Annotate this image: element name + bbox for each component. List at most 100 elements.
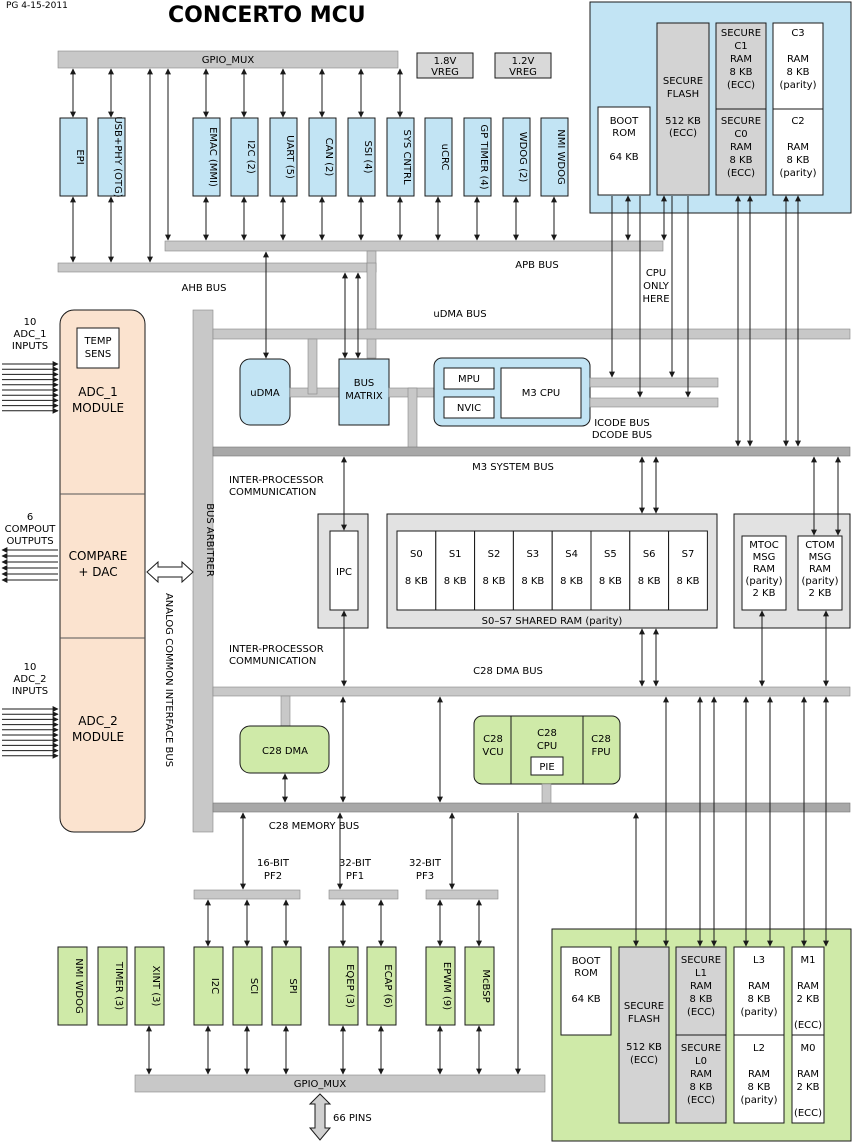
svg-text:RAM: RAM (787, 54, 809, 65)
pie (530, 756, 564, 776)
gpio-mux-bottom (134, 1074, 546, 1093)
svg-text:(parity): (parity) (779, 80, 816, 91)
svg-text:M0: M0 (801, 1043, 816, 1054)
svg-text:PF3: PF3 (416, 871, 434, 882)
c28-m1-ram (791, 946, 825, 1036)
svg-text:BUS: BUS (354, 378, 375, 389)
m3-c2-ram (772, 108, 824, 196)
ipc-block (329, 530, 359, 611)
pf2-bus (193, 889, 301, 900)
shared-ram-size: 8 KB (405, 576, 428, 587)
svg-text:CPU: CPU (646, 268, 666, 279)
shared-ram-size: 8 KB (638, 576, 661, 587)
svg-text:MSG: MSG (753, 552, 776, 563)
svg-text:C28: C28 (537, 728, 557, 739)
svg-text:FPU: FPU (591, 747, 610, 758)
c28-boot-rom (560, 946, 612, 1036)
bus-arbitrer (192, 309, 214, 833)
m3-periph-i2c-2 (230, 117, 259, 197)
c28-memory-bus (212, 802, 851, 813)
svg-text:MODULE: MODULE (72, 401, 124, 415)
svg-text:VREG: VREG (509, 67, 537, 78)
svg-text:SECURE: SECURE (681, 1043, 721, 1054)
c28-l2-ram (733, 1034, 785, 1124)
svg-text:BOOT: BOOT (572, 956, 601, 967)
svg-text:8 KB: 8 KB (748, 994, 771, 1005)
svg-text:GPIO_MUX: GPIO_MUX (202, 55, 255, 66)
c28-periph-label: McBSP (480, 969, 491, 1002)
m3-periph-label: I2C (2) (245, 140, 256, 174)
svg-text:RAM: RAM (730, 54, 752, 65)
vreg-1v8 (416, 52, 474, 79)
svg-text:L1: L1 (695, 968, 707, 979)
svg-text:L0: L0 (695, 1056, 707, 1067)
svg-text:SECURE: SECURE (624, 1001, 664, 1012)
svg-text:2 KB: 2 KB (797, 994, 820, 1005)
svg-text:(parity): (parity) (745, 576, 782, 587)
svg-text:INTER-PROCESSOR: INTER-PROCESSOR (229, 644, 324, 655)
mtoc-msg-ram (741, 535, 787, 611)
m3-periph-wdog-2 (502, 117, 531, 197)
svg-text:1.8V: 1.8V (434, 56, 457, 67)
bus-connections (70, 68, 841, 1141)
svg-text:COMMUNICATION: COMMUNICATION (229, 656, 316, 667)
svg-text:ROM: ROM (574, 968, 597, 979)
shared-ram-size: 8 KB (521, 576, 544, 587)
svg-text:C28: C28 (483, 734, 503, 745)
c28-periph-epwm-9 (425, 946, 456, 1026)
svg-text:8 KB: 8 KB (690, 994, 713, 1005)
m3-periph-uart-5 (269, 117, 298, 197)
svg-text:ROM: ROM (612, 128, 635, 139)
svg-text:IPC: IPC (336, 567, 352, 578)
svg-text:C28 DMA: C28 DMA (262, 746, 308, 757)
ctom-msg-ram (797, 535, 843, 611)
svg-text:ONLY: ONLY (643, 281, 670, 292)
svg-text:8 KB: 8 KB (787, 67, 810, 78)
svg-text:FLASH: FLASH (667, 89, 699, 100)
m3-periph-label: USB+PHY (OTG) (112, 116, 123, 197)
shared-ram-s0 (396, 530, 437, 611)
svg-text:HERE: HERE (642, 294, 669, 305)
svg-text:uDMA BUS: uDMA BUS (433, 309, 486, 320)
svg-text:CTOM: CTOM (805, 540, 835, 551)
svg-text:RAM: RAM (797, 1069, 819, 1080)
m3-periph-label: CAN (2) (323, 138, 334, 177)
svg-text:(ECC): (ECC) (630, 1055, 658, 1066)
svg-text:M3 CPU: M3 CPU (522, 388, 561, 399)
c28-periph-label: EPWM (9) (441, 962, 452, 1010)
c28-periph-timer-3 (97, 946, 128, 1026)
shared-ram-s1 (435, 530, 476, 611)
analog-interface-arrow (146, 560, 194, 584)
shared-ram-s5 (590, 530, 631, 611)
svg-text:SECURE: SECURE (721, 28, 761, 39)
temp-sensor (76, 327, 120, 369)
svg-text:TEMP: TEMP (83, 336, 111, 347)
c28-periph-eqep-3 (328, 946, 359, 1026)
shared-ram-s6 (629, 530, 670, 611)
m3-periph-label: SYS CNTRL (401, 129, 412, 185)
svg-text:10: 10 (24, 317, 37, 328)
shared-ram-name: S6 (643, 549, 656, 560)
svg-text:(parity): (parity) (801, 576, 838, 587)
m3-periph-label: GP TIMER (4) (478, 124, 489, 189)
shared-ram-s7 (668, 530, 708, 611)
m3-periph-emac-mmi (192, 117, 221, 197)
m3-periph-label: SSI (4) (362, 141, 373, 174)
dcode-bus (589, 397, 719, 408)
svg-text:64 KB: 64 KB (609, 152, 638, 163)
c28-periph-label: ECAP (6) (382, 964, 393, 1008)
svg-text:GPIO_MUX: GPIO_MUX (294, 1079, 347, 1090)
pins-arrow (308, 1093, 332, 1141)
bus-matrix (338, 358, 390, 426)
svg-text:MODULE: MODULE (72, 730, 124, 744)
svg-text:BOOT: BOOT (610, 116, 639, 127)
c28-periph-i2c (193, 946, 224, 1026)
c28-periph-nmi-wdog (57, 946, 88, 1026)
m3-system-bus (212, 446, 851, 457)
c28-periph-label: SPI (287, 978, 298, 993)
svg-text:32-BIT: 32-BIT (409, 858, 442, 869)
m3-periph-gp-timer-4 (463, 117, 492, 197)
svg-text:INPUTS: INPUTS (12, 686, 48, 697)
m3-periph-usb-phy-otg (97, 117, 126, 197)
